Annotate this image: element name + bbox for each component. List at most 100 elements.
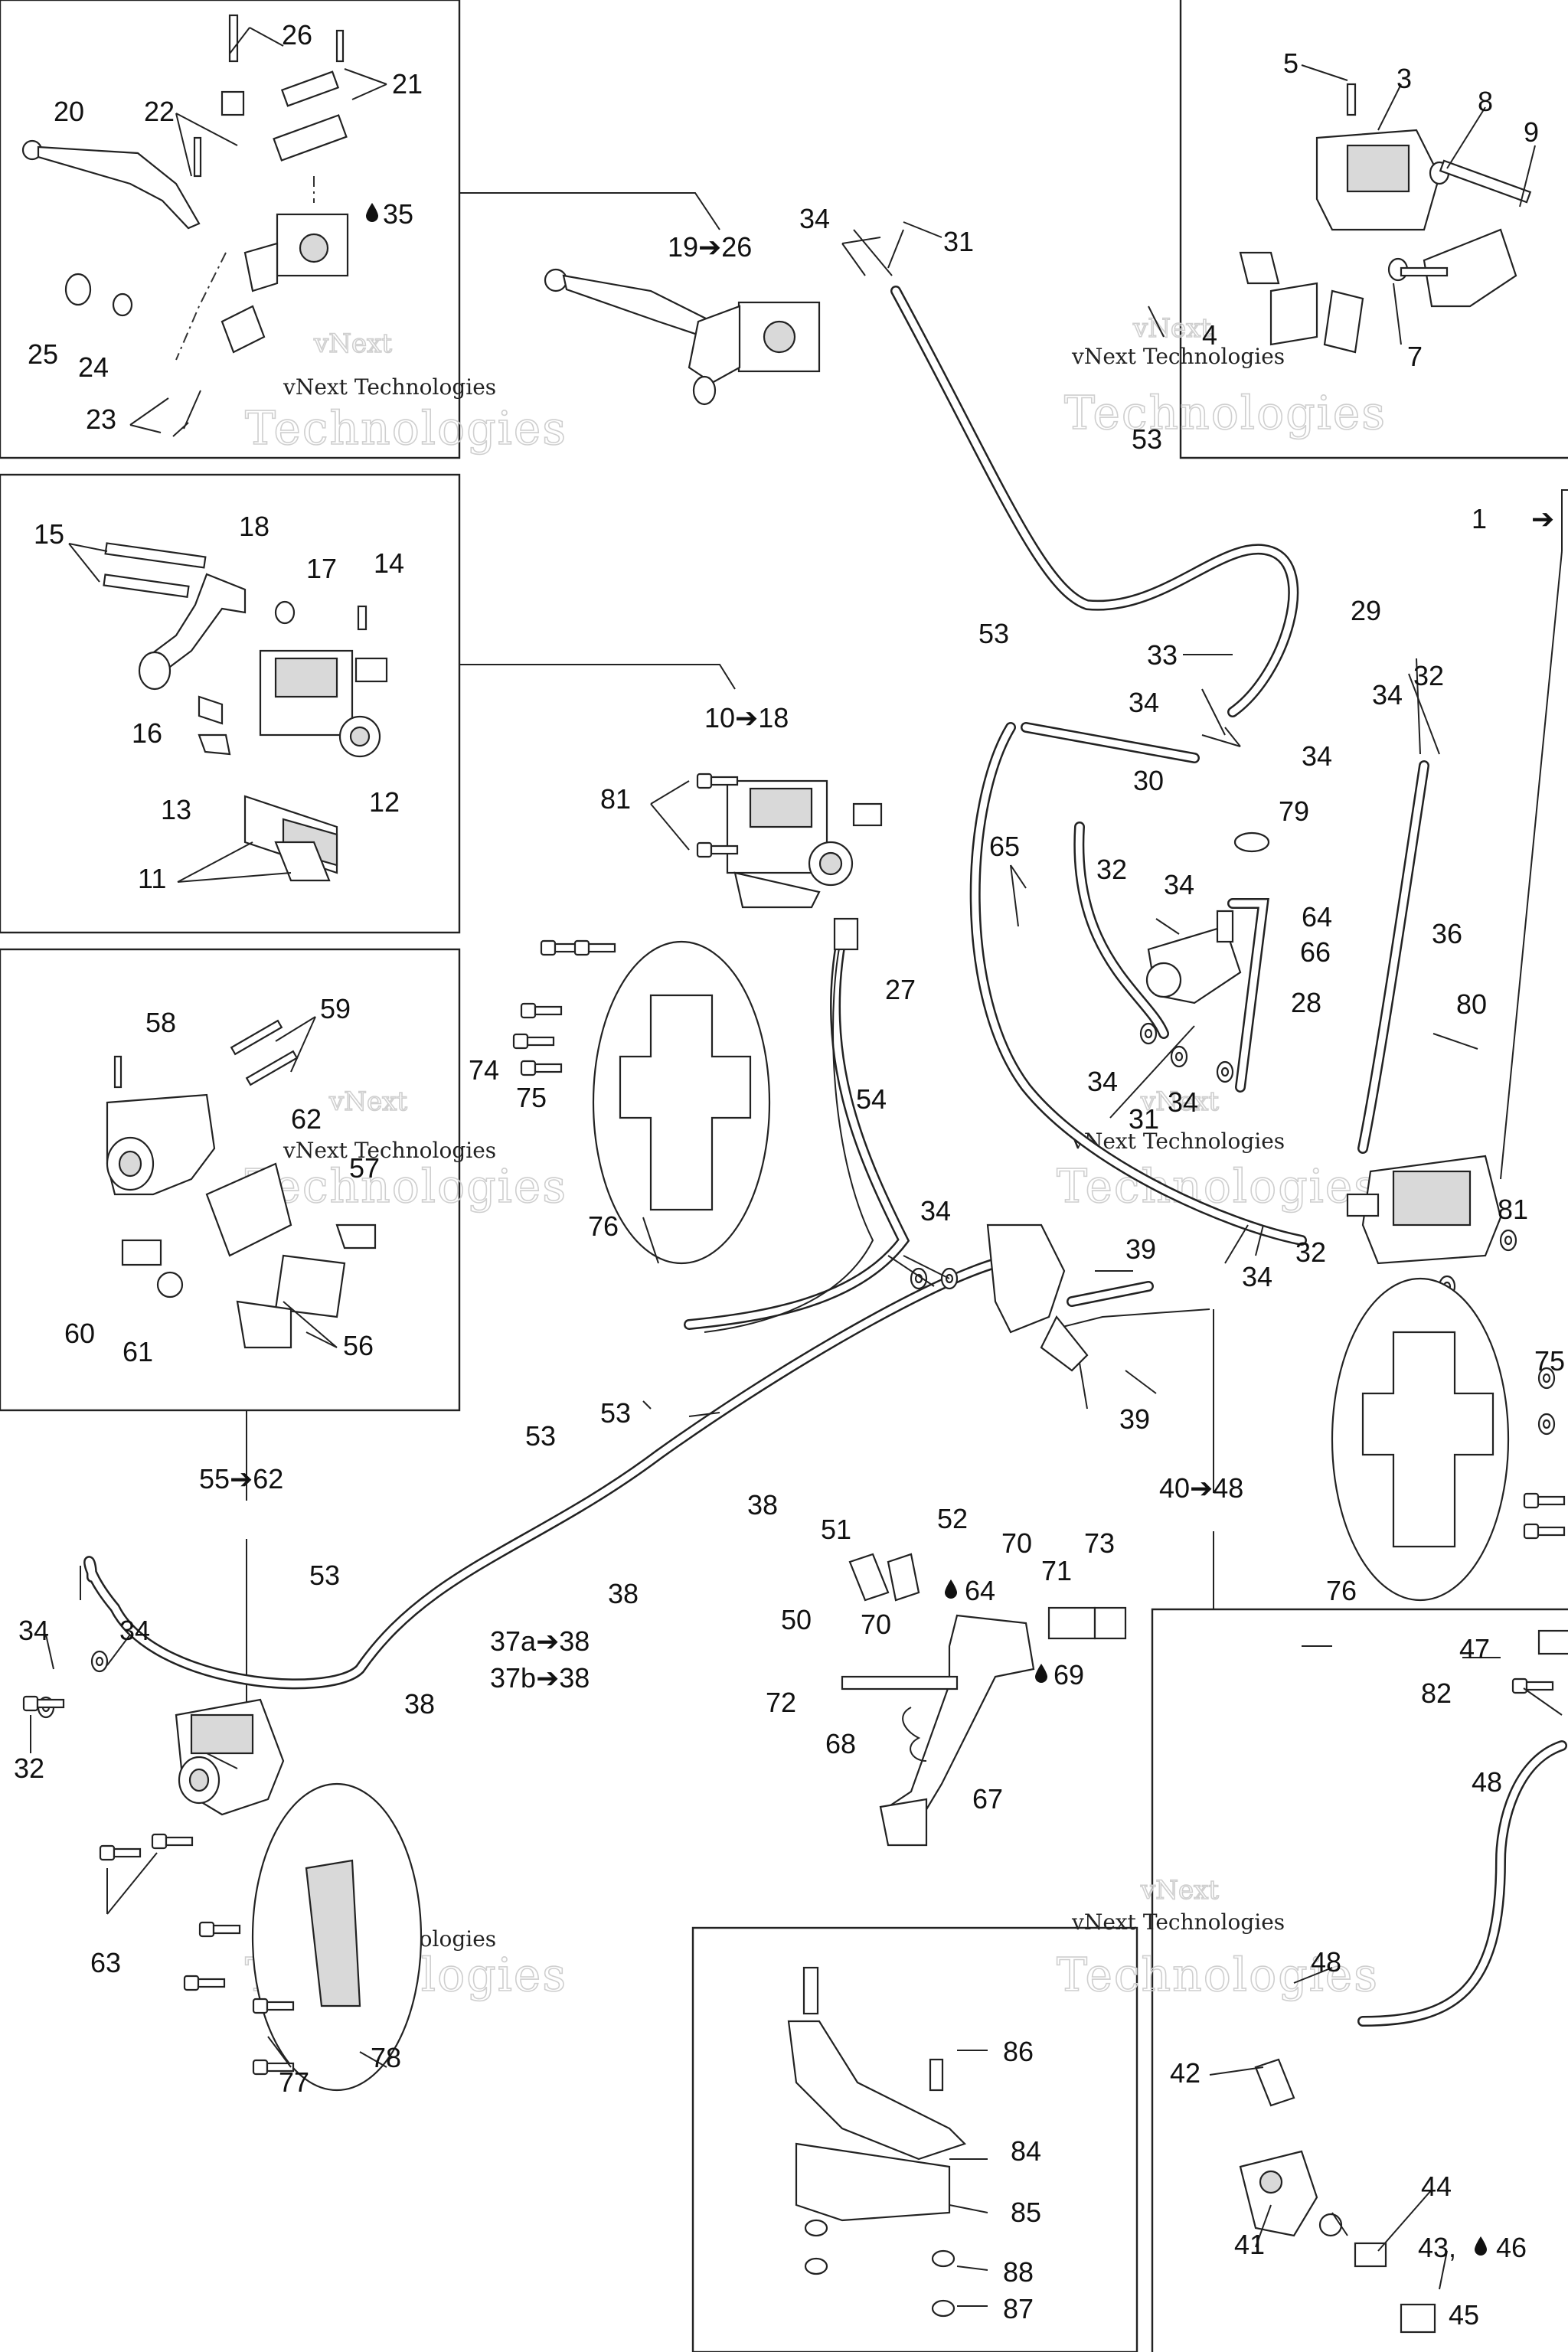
- rear-caliper-main: [22, 1650, 285, 1861]
- callout-1: 1: [1472, 503, 1487, 534]
- callout-16: 16: [132, 717, 162, 749]
- callout-62: 62: [291, 1103, 322, 1135]
- callout-77: 77: [279, 2066, 309, 2098]
- front-right-brake-disc: [1331, 1277, 1566, 1602]
- callout-34i: 34: [1242, 1261, 1272, 1292]
- callout-34g: 34: [1168, 1086, 1198, 1118]
- callout-12: 12: [369, 786, 400, 818]
- callout-15: 15: [34, 518, 64, 550]
- callout-24: 24: [78, 351, 109, 383]
- svg-text:Technologies: Technologies: [245, 1160, 567, 1214]
- callout-7: 7: [1407, 341, 1423, 372]
- front-left-brake-disc: [592, 940, 771, 1265]
- callout-32c: 32: [1295, 1236, 1326, 1268]
- callout-63: 63: [90, 1947, 121, 1978]
- callout-56: 56: [343, 1330, 374, 1361]
- callout-47: 47: [1459, 1633, 1490, 1664]
- front-master-cylinder-main: [544, 268, 821, 406]
- callout-32b: 32: [1096, 854, 1127, 885]
- callout-36: 36: [1432, 918, 1462, 949]
- misc-small-parts: [1233, 831, 1478, 1050]
- callout-34c: 34: [1129, 687, 1159, 718]
- callout-11: 11: [138, 863, 166, 894]
- callout-50: 50: [781, 1604, 812, 1635]
- callout-33: 33: [1147, 639, 1178, 671]
- callout-57: 57: [349, 1152, 380, 1184]
- callout-43: 43,: [1418, 2232, 1456, 2263]
- brake-switch-junction: [910, 1223, 1089, 1410]
- callout-18: 18: [239, 511, 270, 542]
- inset-rear-master-cylinder: [1151, 1608, 1568, 2352]
- callout-28: 28: [1291, 987, 1321, 1018]
- callout-64b: 64: [965, 1575, 995, 1606]
- sensor-wire: [704, 917, 874, 1333]
- callout-19-26: 19➔26: [668, 231, 752, 263]
- front-left-caliper-main: [696, 773, 883, 909]
- callout-68: 68: [825, 1728, 856, 1759]
- callout-74: 74: [469, 1054, 499, 1086]
- callout-44: 44: [1421, 2171, 1452, 2202]
- callout-46: 46: [1496, 2232, 1527, 2263]
- callout-45: 45: [1449, 2299, 1479, 2331]
- callout-75: 75: [516, 1082, 547, 1113]
- callout-23: 23: [86, 403, 116, 435]
- callout-53c: 53: [600, 1397, 631, 1429]
- callout-70: 70: [1001, 1527, 1032, 1559]
- callout-38b: 38: [608, 1578, 639, 1609]
- callout-53: 53: [1132, 423, 1162, 455]
- callout-48b: 48: [1311, 1946, 1341, 1978]
- inset-front-master-cylinder: [0, 0, 461, 459]
- callout-38c: 38: [404, 1688, 435, 1720]
- callout-29: 29: [1351, 595, 1381, 626]
- callout-34b: 34: [1372, 679, 1403, 710]
- callout-32d: 32: [14, 1753, 44, 1784]
- watermarks: vNext Technologies vNext Technologies vN…: [244, 312, 1387, 2003]
- callout-75b: 75: [1534, 1345, 1565, 1377]
- callout-53b: 53: [978, 618, 1009, 649]
- callout-72: 72: [766, 1687, 796, 1718]
- fluid-drop-icon: [1475, 2236, 1487, 2256]
- callout-52: 52: [937, 1503, 968, 1534]
- callout-9: 9: [1524, 116, 1539, 148]
- svg-text:vNext: vNext: [1140, 1086, 1219, 1117]
- svg-text:Technologies: Technologies: [1064, 387, 1387, 440]
- callout-41: 41: [1234, 2229, 1265, 2260]
- callout-64: 64: [1302, 901, 1332, 933]
- callout-3: 3: [1396, 63, 1412, 94]
- brake-lines: [83, 286, 1567, 2027]
- callout-37b-38: 37b➔38: [490, 1662, 590, 1694]
- callout-60: 60: [64, 1318, 95, 1349]
- callout-10-18: 10➔18: [704, 702, 789, 733]
- distribution-block: [1139, 910, 1242, 1083]
- callout-34e: 34: [1164, 869, 1194, 900]
- callout-71: 71: [1041, 1555, 1072, 1586]
- callout-81: 81: [600, 783, 631, 815]
- callout-26: 26: [282, 19, 312, 51]
- callout-8: 8: [1478, 86, 1493, 117]
- svg-text:Technologies: Technologies: [1057, 1160, 1379, 1214]
- svg-text:vNext Technologies: vNext Technologies: [1071, 1129, 1285, 1154]
- rear-brake-pedal: [841, 1553, 1127, 1847]
- callout-78: 78: [371, 2042, 401, 2073]
- callout-76b: 76: [1326, 1575, 1357, 1606]
- callout-55-62: 55➔62: [199, 1463, 283, 1494]
- rear-brake-disc: [183, 1782, 423, 2092]
- front-right-caliper-exploded: [1239, 83, 1532, 354]
- callout-58: 58: [145, 1007, 176, 1038]
- fluid-drop-icon: [1035, 1664, 1047, 1683]
- callout-leaders: [30, 64, 1563, 2307]
- callout-51: 51: [821, 1514, 851, 1545]
- callout-54: 54: [856, 1083, 887, 1115]
- callout-87: 87: [1003, 2293, 1034, 2324]
- callout-40-48: 40➔48: [1159, 1472, 1243, 1504]
- callout-34: 34: [799, 203, 830, 234]
- callout-34k: 34: [119, 1615, 150, 1646]
- fluid-drop-icon: [945, 1579, 957, 1599]
- callout-labels: 1 ➔ 3 4 5 7 8 9 10➔18 11 12 13 14 15 16 …: [14, 19, 1565, 2331]
- callout-13: 13: [161, 794, 191, 825]
- callout-81b: 81: [1498, 1194, 1528, 1225]
- callout-70b: 70: [861, 1609, 891, 1640]
- callout-37a-38: 37a➔38: [490, 1625, 590, 1657]
- svg-text:vNext Technologies: vNext Technologies: [283, 1138, 496, 1163]
